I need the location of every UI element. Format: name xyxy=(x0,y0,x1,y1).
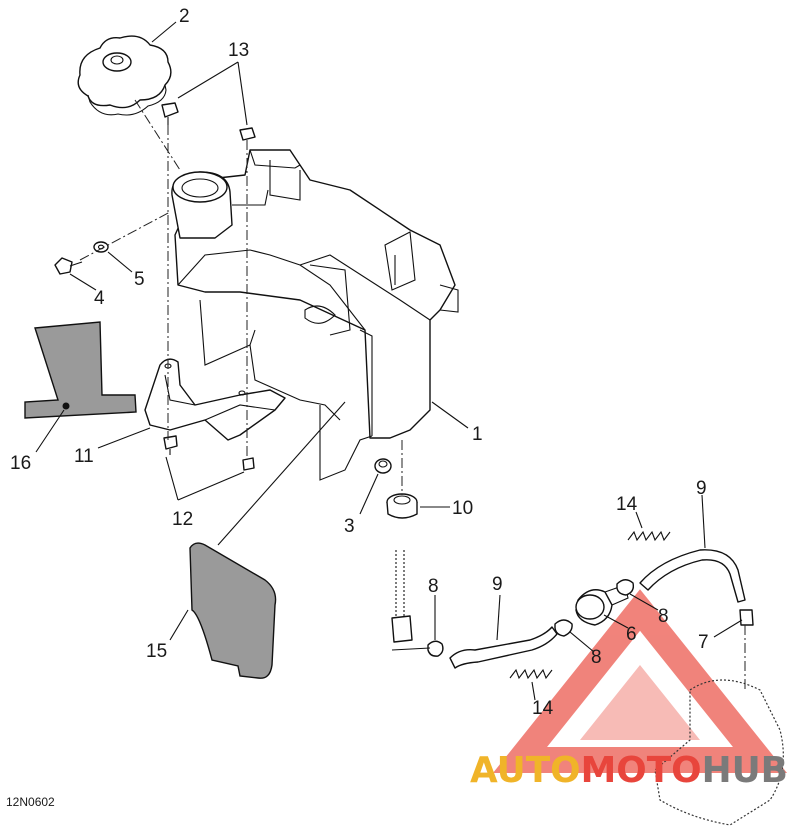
callout-12: 12 xyxy=(172,509,193,530)
watermark-text: AUTOMOTOHUB xyxy=(470,750,788,791)
pad-15 xyxy=(189,542,277,679)
callout-9a: 9 xyxy=(492,574,503,595)
springs-14 xyxy=(509,530,671,680)
screw-4 xyxy=(54,257,83,275)
nut-3 xyxy=(374,458,392,474)
callout-11: 11 xyxy=(74,446,94,467)
watermark-hub: HUB xyxy=(702,750,788,791)
fitting-7 xyxy=(739,609,754,626)
watermark-logo xyxy=(492,589,788,773)
oil-tank xyxy=(171,149,459,481)
reference-code: 12N0602 xyxy=(6,795,55,809)
watermark-moto: MOTO xyxy=(581,750,702,791)
watermark-auto: AUTO xyxy=(470,750,581,791)
callout-labels: 2 13 1 3 4 5 11 12 10 16 15 8 9 14 9 8 6… xyxy=(10,6,709,719)
watermark-inner-triangle xyxy=(580,665,700,740)
grommet-10 xyxy=(386,493,418,519)
callout-8a: 8 xyxy=(428,576,439,597)
callout-7: 7 xyxy=(698,632,709,653)
tank-cap xyxy=(77,35,172,116)
callout-1: 1 xyxy=(472,424,483,445)
callout-14a: 14 xyxy=(616,494,638,515)
screws-12 xyxy=(163,435,255,471)
hose-assembly xyxy=(391,530,754,680)
callout-16: 16 xyxy=(10,453,31,474)
fuel-filter-6 xyxy=(575,584,629,626)
callout-4: 4 xyxy=(94,288,105,309)
washer-5 xyxy=(93,241,109,253)
callout-8c: 8 xyxy=(591,647,602,668)
callout-13: 13 xyxy=(228,40,249,61)
watermark-triangle xyxy=(492,589,788,773)
callout-2: 2 xyxy=(179,6,190,27)
callout-15: 15 xyxy=(146,641,167,662)
bracket-11 xyxy=(144,358,286,441)
callout-5: 5 xyxy=(134,269,145,290)
callout-8b: 8 xyxy=(658,606,669,627)
callout-6: 6 xyxy=(626,624,637,645)
leader-lines xyxy=(35,21,743,701)
pad-16 xyxy=(24,321,137,419)
callout-3: 3 xyxy=(344,516,355,537)
screw-13b xyxy=(239,127,256,141)
clamps-8 xyxy=(427,579,635,657)
callout-14b: 14 xyxy=(532,698,554,719)
mounting-outline xyxy=(654,679,784,826)
alignment-lines xyxy=(79,99,746,690)
callout-9b: 9 xyxy=(696,478,707,499)
screw-13a xyxy=(161,102,179,125)
callout-10: 10 xyxy=(452,498,473,519)
